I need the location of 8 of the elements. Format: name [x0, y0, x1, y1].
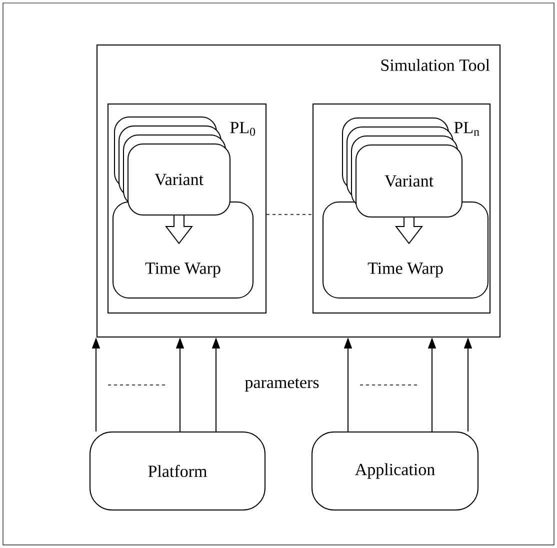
variant-card: Variant — [128, 144, 230, 216]
block-arrow — [395, 216, 424, 244]
dashed-connector — [266, 214, 313, 215]
input-box: Application — [312, 431, 478, 510]
variant-card: Variant — [356, 144, 462, 218]
block-arrow — [165, 214, 194, 244]
parameter-label: parameters — [244, 378, 319, 392]
input-box: Platform — [90, 431, 266, 510]
